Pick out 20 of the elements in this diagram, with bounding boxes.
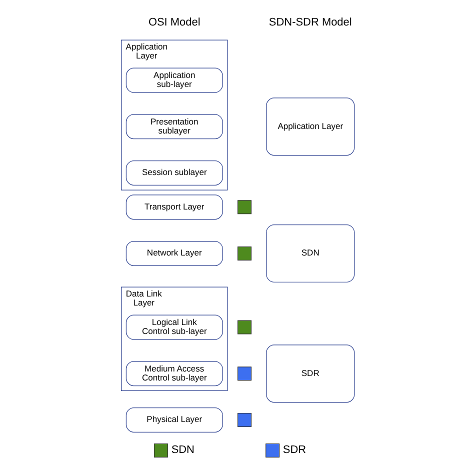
node-box [237, 412, 252, 427]
node-box: SDR [266, 344, 354, 403]
node-box: SDN [266, 224, 354, 282]
node-box: Logical Link Control sub-layer [125, 314, 222, 340]
label: OSI Model [148, 16, 200, 29]
node-box: Physical Layer [125, 407, 222, 432]
node-box: Medium Access Control sub-layer [125, 361, 222, 386]
label: SDN-SDR Model [268, 16, 352, 29]
legend-label: SDN [170, 444, 194, 456]
legend-label: SDR [282, 444, 306, 456]
node-box: Network Layer [125, 240, 222, 266]
node-box: Presentation sublayer [125, 114, 222, 140]
node-box: Transport Layer [125, 194, 222, 220]
node-box [237, 320, 252, 334]
node-box [237, 246, 252, 260]
node-box: Application sub-layer [125, 68, 222, 93]
node-box [237, 366, 252, 381]
node-box [237, 200, 252, 214]
node-box: Session sublayer [125, 160, 222, 186]
node-box: Application Layer [266, 98, 354, 156]
